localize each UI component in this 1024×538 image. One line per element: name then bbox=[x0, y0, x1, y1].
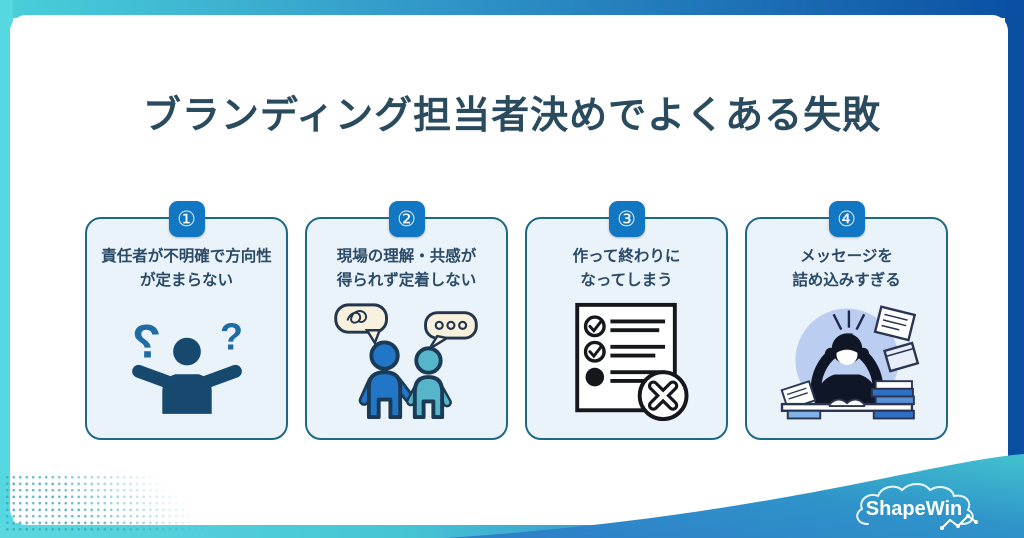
card-1: ① 責任者が不明確で方向性 が定まらない ? ? bbox=[85, 201, 288, 440]
card-2: ② 現場の理解・共感が 得られず定着しない bbox=[305, 201, 508, 440]
frame-top-bar bbox=[0, 0, 1024, 18]
overloaded-person-icon bbox=[747, 299, 946, 428]
shapewin-logo: ShapeWin bbox=[856, 483, 978, 530]
shrug-question-icon: ? ? bbox=[87, 299, 286, 415]
bottom-swoosh bbox=[444, 454, 1024, 538]
two-people-talk-icon bbox=[307, 299, 506, 421]
svg-text:?: ? bbox=[220, 316, 243, 358]
shapewin-logo-text: ShapeWin bbox=[866, 498, 963, 520]
frame-right-bar bbox=[1005, 0, 1024, 538]
page-title: ブランディング担当者決めでよくある失敗 bbox=[142, 95, 882, 137]
card-2-title: 現場の理解・共感が 得られず定着しない bbox=[336, 248, 477, 290]
card-4-number-badge: ④ bbox=[828, 201, 865, 237]
dots-pattern bbox=[4, 474, 219, 534]
card-4-title: メッセージを 詰め込みすぎる bbox=[792, 248, 901, 290]
svg-text:?: ? bbox=[131, 316, 160, 369]
frame-left-bar bbox=[0, 0, 13, 538]
card-3: ③ 作って終わりに なってしまう bbox=[525, 201, 728, 440]
card-2-number-badge: ② bbox=[388, 201, 425, 237]
card-3-title: 作って終わりに なってしまう bbox=[572, 248, 681, 290]
card-4: ④ メッセージを 詰め込みすぎる bbox=[745, 201, 948, 440]
card-3-number-badge: ③ bbox=[608, 201, 645, 237]
checklist-x-icon bbox=[527, 299, 726, 422]
card-1-number-badge: ① bbox=[168, 201, 205, 237]
card-1-title: 責任者が不明確で方向性 が定まらない bbox=[101, 248, 272, 290]
cards-row: ① 責任者が不明確で方向性 が定まらない ? ? ② 現場の理解・共感が bbox=[85, 201, 948, 440]
